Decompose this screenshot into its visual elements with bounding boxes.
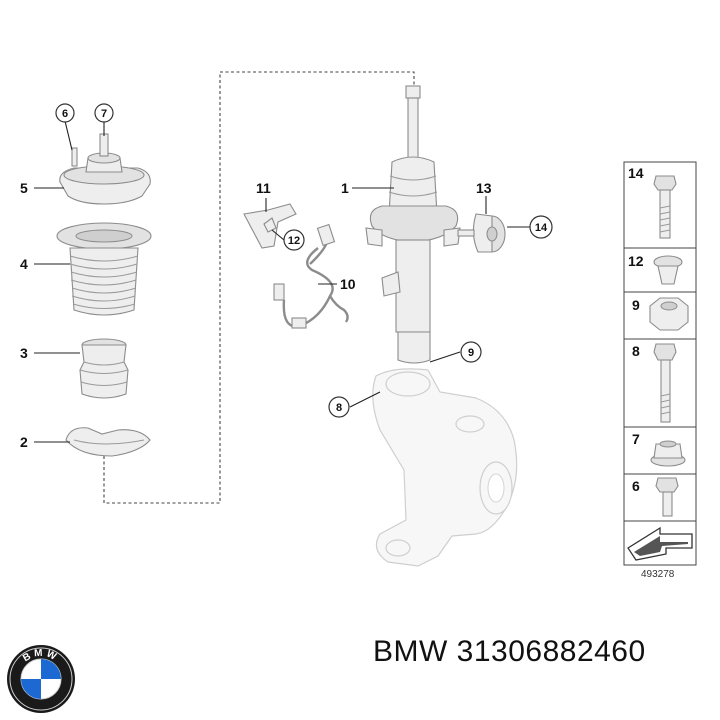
callout-11: 11 [256,180,271,196]
diagram-number: 493278 [641,569,675,580]
arrow-symbol-icon [627,526,693,561]
callout-14-circle: 14 [529,215,553,239]
callout-9: 9 [468,347,474,359]
callout-3: 3 [20,345,28,361]
callout-12-circle: 12 [283,229,305,251]
callout-1: 1 [341,180,349,196]
legend-label-12: 12 [628,253,644,269]
callout-4: 4 [20,256,28,272]
part-number-caption: BMW 31306882460 [373,635,646,668]
callout-5: 5 [20,180,28,196]
callout-6-circle: 6 [55,103,75,123]
legend-label-14: 14 [628,165,644,181]
legend-label-9: 9 [632,297,640,313]
hex-nut-icon [649,297,689,331]
leader-lines [34,120,530,443]
callout-14: 14 [535,222,548,234]
shock-absorber-part [365,85,461,364]
sensor-cable-part [273,223,349,329]
callout-10: 10 [340,276,356,292]
callout-8-circle: 8 [328,396,350,418]
legend-label-8: 8 [632,343,640,359]
legend-label-7: 7 [632,431,640,447]
flange-nut-icon [650,440,686,467]
callout-7: 7 [101,108,107,120]
spring-pad-part [65,427,151,457]
callout-13: 13 [476,180,492,196]
hex-bolt-icon [653,343,677,423]
callout-6: 6 [62,108,68,120]
callout-9-circle: 9 [460,341,482,363]
damper-weight-part [457,213,506,253]
callout-8: 8 [336,402,342,414]
long-bolt-icon [653,175,677,239]
callout-7-circle: 7 [94,103,114,123]
bump-stop-part [79,338,129,399]
hardware-legend: 14 12 9 8 7 6 [623,161,697,566]
bellows-part [56,222,152,316]
assembly-dashed-line [103,71,415,504]
wheel-carrier-ghost [372,368,518,567]
sensor-bracket-part [243,203,297,249]
expanding-nut-icon [653,255,683,285]
top-mount-part [59,133,151,205]
callout-2: 2 [20,434,28,450]
short-bolt-icon [655,477,679,517]
bmw-logo: BMW [7,645,75,713]
legend-label-6: 6 [632,478,640,494]
callout-12: 12 [288,235,300,247]
